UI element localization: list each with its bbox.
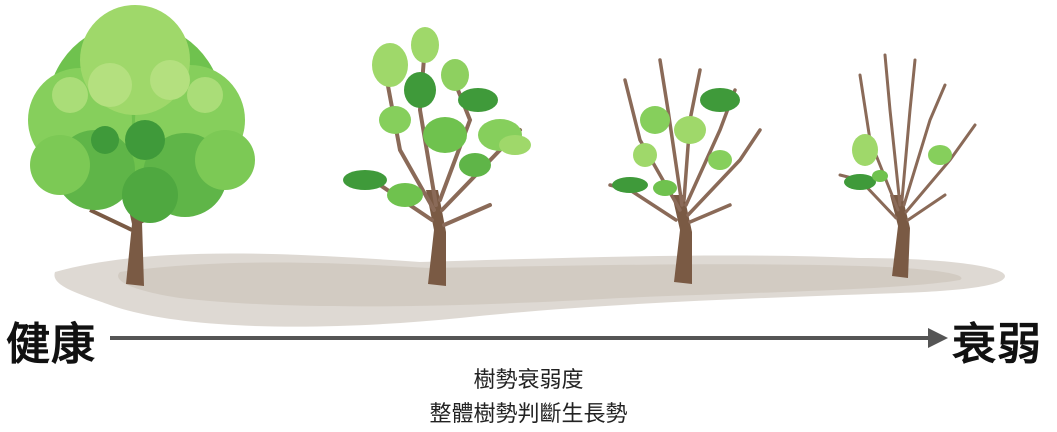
trunk	[890, 195, 910, 278]
caption-title: 樹勢衰弱度	[473, 368, 584, 393]
tree-stage-2	[343, 27, 531, 286]
foliage	[844, 134, 952, 190]
foliage	[343, 27, 531, 207]
label-healthy: 健康	[6, 319, 96, 370]
tree-stage-3	[608, 58, 762, 284]
label-declining: 衰弱	[952, 319, 1042, 370]
tree-stage-1	[28, 5, 255, 286]
canopy	[28, 5, 255, 223]
ground-shadow-inner	[118, 262, 962, 307]
foliage	[612, 88, 740, 196]
tree-stage-4	[838, 53, 977, 278]
trunk	[426, 190, 446, 286]
caption-subtitle: 整體樹勢判斷生長勢	[429, 402, 628, 427]
trunk	[672, 195, 692, 284]
decline-arrow	[110, 328, 948, 348]
